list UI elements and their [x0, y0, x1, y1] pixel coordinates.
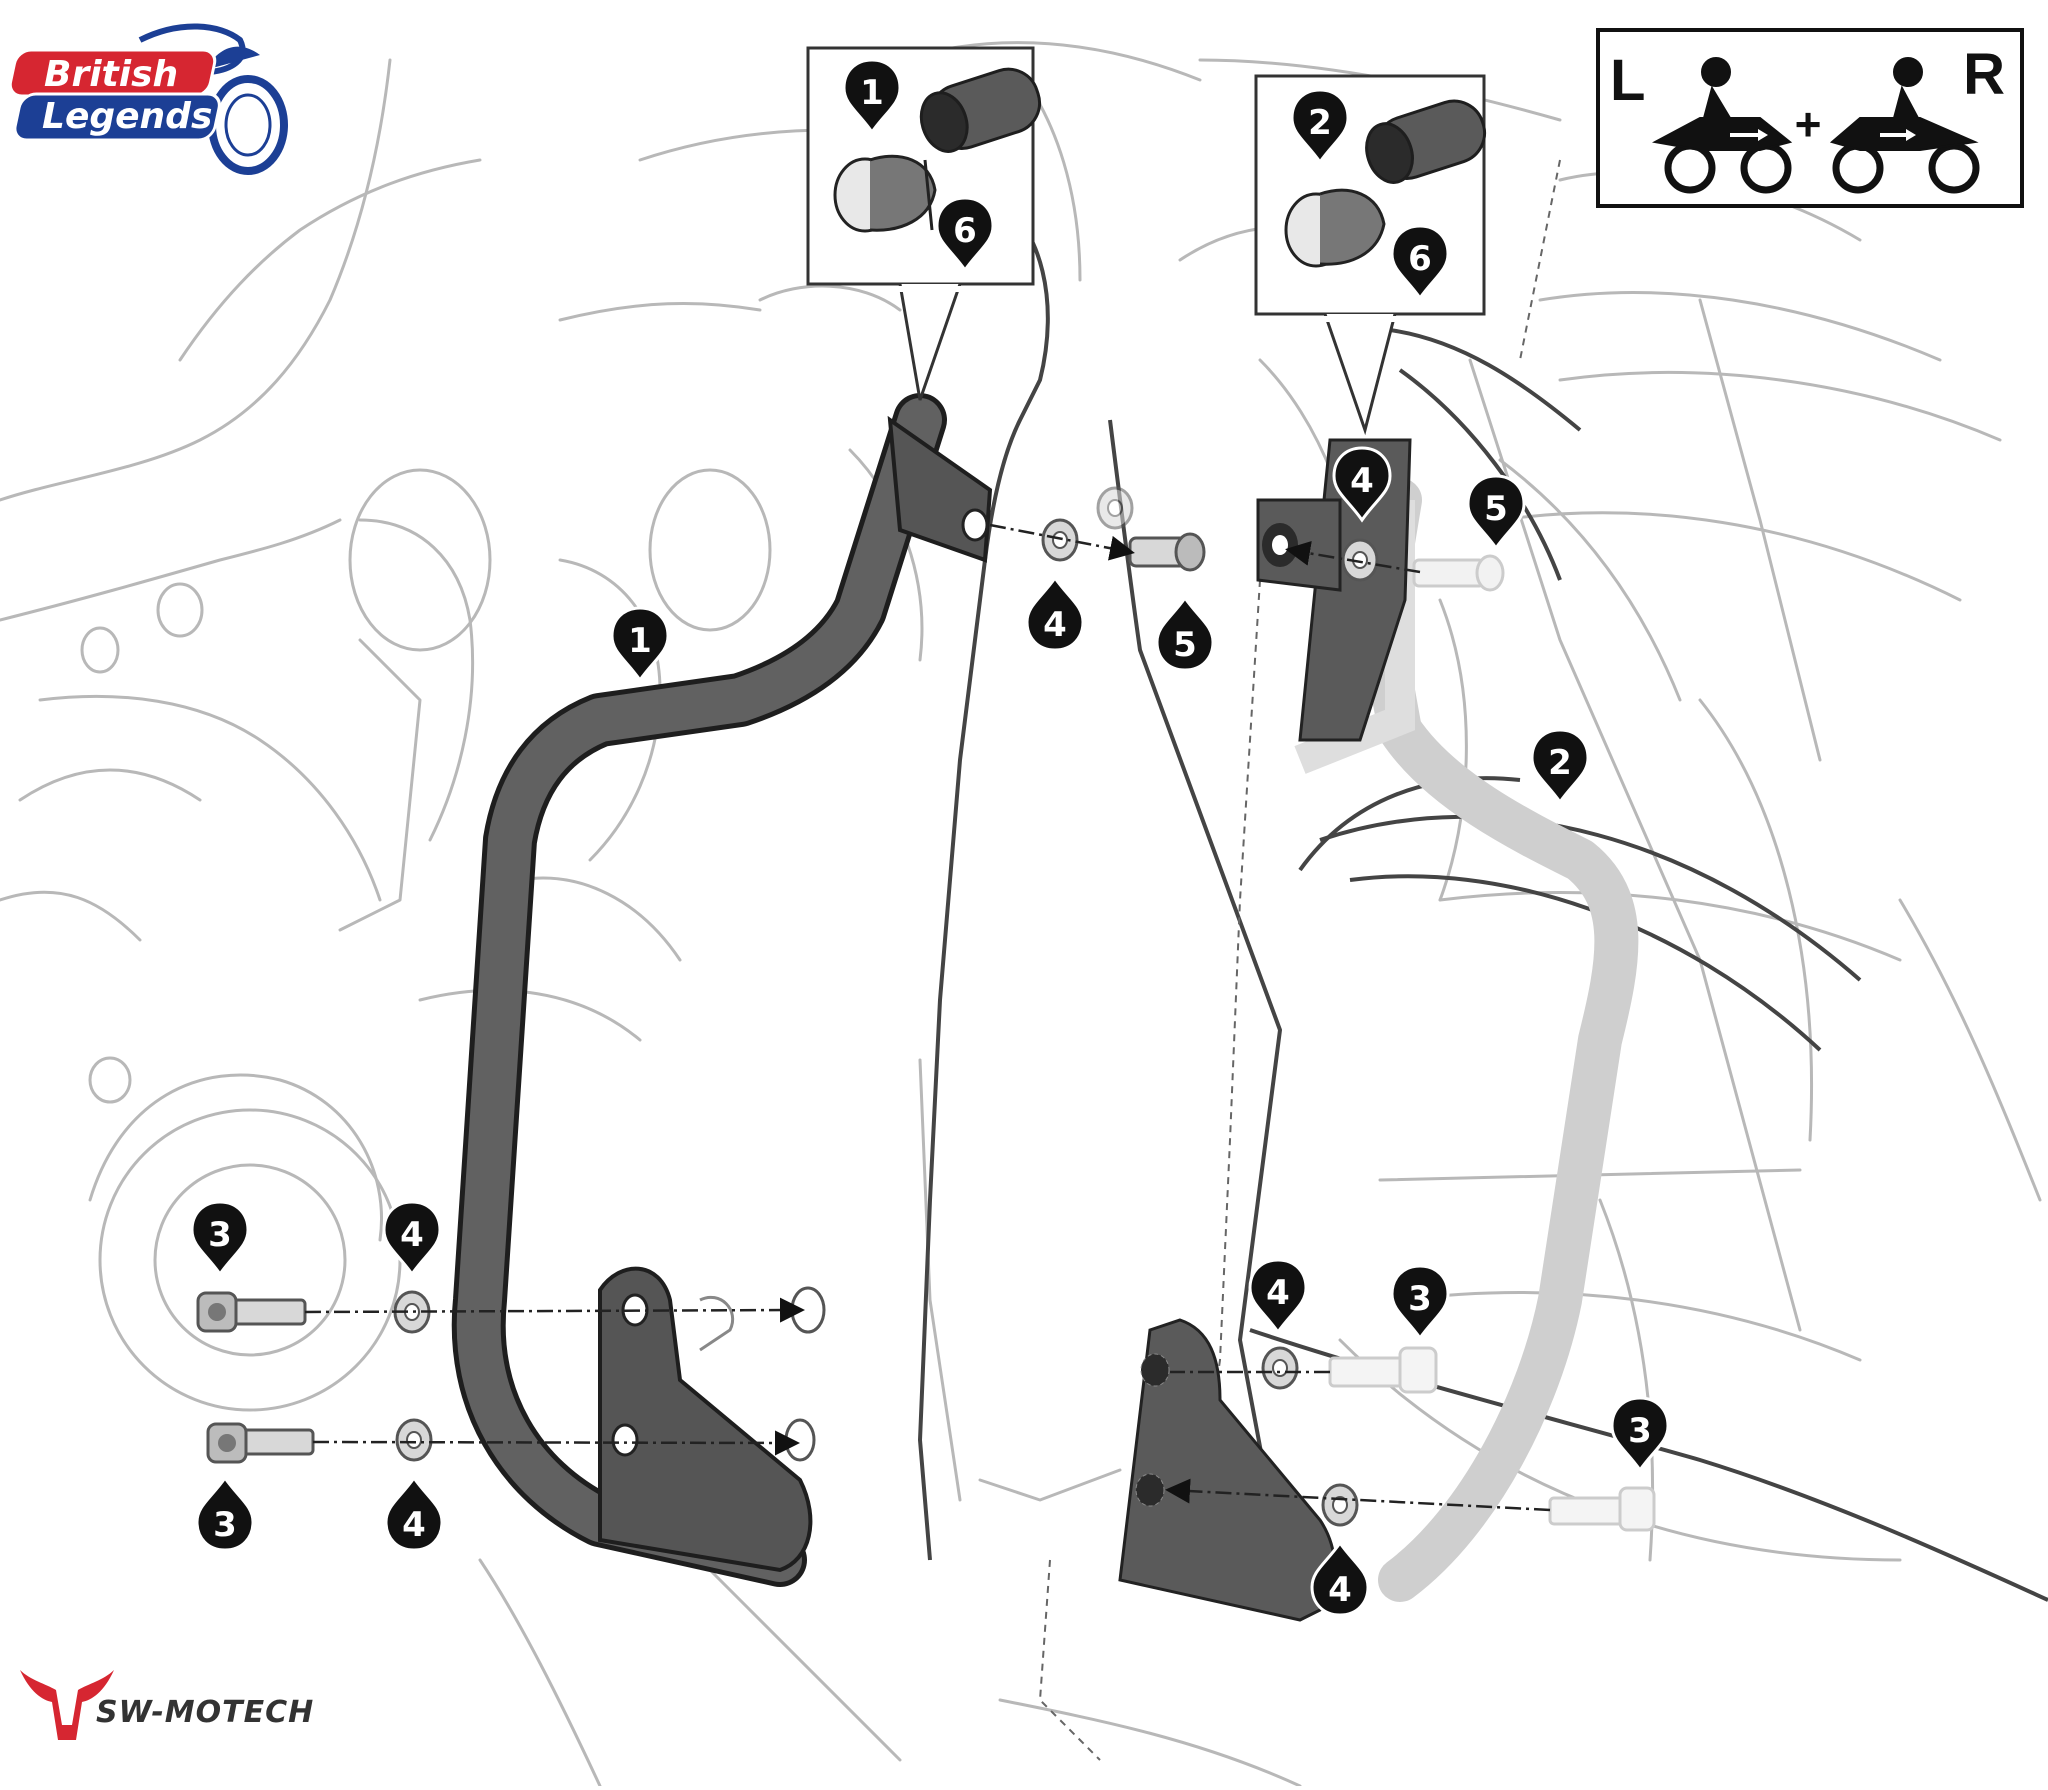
brand-line1: British — [44, 54, 178, 95]
callout-4-right-bottom-label: 4 — [1328, 1570, 1352, 1610]
assembly-axes — [304, 523, 1551, 1512]
bolt-upper-left — [1128, 532, 1206, 572]
callout-4-right-top: 4 — [1248, 1258, 1308, 1334]
callout-4-upper-right: 4 — [1332, 446, 1392, 522]
callout-4-upper-right-label: 4 — [1350, 461, 1374, 501]
callout-6-inset-right: 6 — [1390, 224, 1450, 300]
callout-1-inset: 1 — [842, 58, 902, 134]
bolt-lower-left-bottom — [206, 1422, 315, 1464]
callout-4-upper-left-label: 4 — [1043, 605, 1067, 645]
sw-motech-logo: SW-MOTECH — [20, 1670, 314, 1740]
callout-4-right-top-label: 4 — [1266, 1273, 1290, 1313]
detail-inset-right — [1254, 74, 1487, 436]
rider-right-icon — [1829, 57, 1980, 194]
callout-3-left-top-label: 3 — [208, 1215, 232, 1255]
callout-2-bar-label: 2 — [1548, 743, 1572, 783]
bolt-lower-right-top — [1328, 1346, 1438, 1394]
callout-6-inset-left: 6 — [935, 196, 995, 272]
legend-right-label: R — [1963, 42, 2005, 107]
right-lower-bracket — [1118, 1318, 1337, 1622]
side-legend-box: L + R — [1596, 28, 2024, 208]
callout-1-inset-label: 1 — [860, 73, 884, 113]
legend-left-label: L — [1610, 48, 1645, 113]
callout-3-right-bottom-label: 3 — [1628, 1411, 1652, 1451]
bull-horns-icon — [20, 1670, 114, 1740]
bolt-lower-right-bottom — [1548, 1486, 1656, 1532]
rider-left-icon — [1651, 57, 1793, 194]
callout-3-left-bottom-label: 3 — [213, 1505, 237, 1545]
callout-4-left-top: 4 — [382, 1200, 442, 1276]
bolt-upper-right — [1412, 554, 1505, 592]
callout-3-right-bottom: 3 — [1610, 1396, 1670, 1472]
callout-5-upper-right-label: 5 — [1484, 489, 1508, 529]
callout-4-left-top-label: 4 — [400, 1215, 424, 1255]
bolt-lower-left-top — [196, 1291, 307, 1333]
motorcycle-outline — [0, 41, 2042, 1788]
washer-lower-right-bottom — [1321, 1483, 1359, 1527]
callout-2-inset-label: 2 — [1308, 103, 1332, 143]
british-legends-logo: British Legends — [8, 23, 288, 175]
callout-4-left-bottom-label: 4 — [402, 1505, 426, 1545]
washer-upper-left-ghost — [1096, 486, 1134, 530]
callout-3-right-top-label: 3 — [1408, 1279, 1432, 1319]
callout-2-inset: 2 — [1290, 88, 1350, 164]
callout-6-inset-right-label: 6 — [1408, 239, 1432, 279]
callout-3-left-top: 3 — [190, 1200, 250, 1276]
callout-5-upper-right: 5 — [1466, 474, 1526, 550]
callout-2-bar: 2 — [1530, 728, 1590, 804]
crash-bar-left — [451, 393, 993, 1587]
brand-line2: Legends — [42, 96, 212, 137]
manufacturer-name: SW-MOTECH — [96, 1695, 314, 1730]
callout-1-bar-label: 1 — [628, 621, 652, 661]
callout-5-upper-left-label: 5 — [1173, 625, 1197, 665]
washer-lower-left-bottom — [395, 1418, 433, 1462]
washer-upper-left — [1041, 518, 1079, 562]
washer-lower-right-top — [1261, 1346, 1299, 1390]
fairing-panel — [918, 198, 2048, 1602]
callout-3-right-top: 3 — [1390, 1264, 1450, 1340]
callout-1-bar: 1 — [610, 606, 670, 682]
detail-inset-left — [806, 46, 1042, 401]
legend-plus-label: + — [1795, 98, 1822, 150]
callout-6-inset-left-label: 6 — [953, 211, 977, 251]
panel-dashed-lines — [1038, 159, 1561, 1761]
